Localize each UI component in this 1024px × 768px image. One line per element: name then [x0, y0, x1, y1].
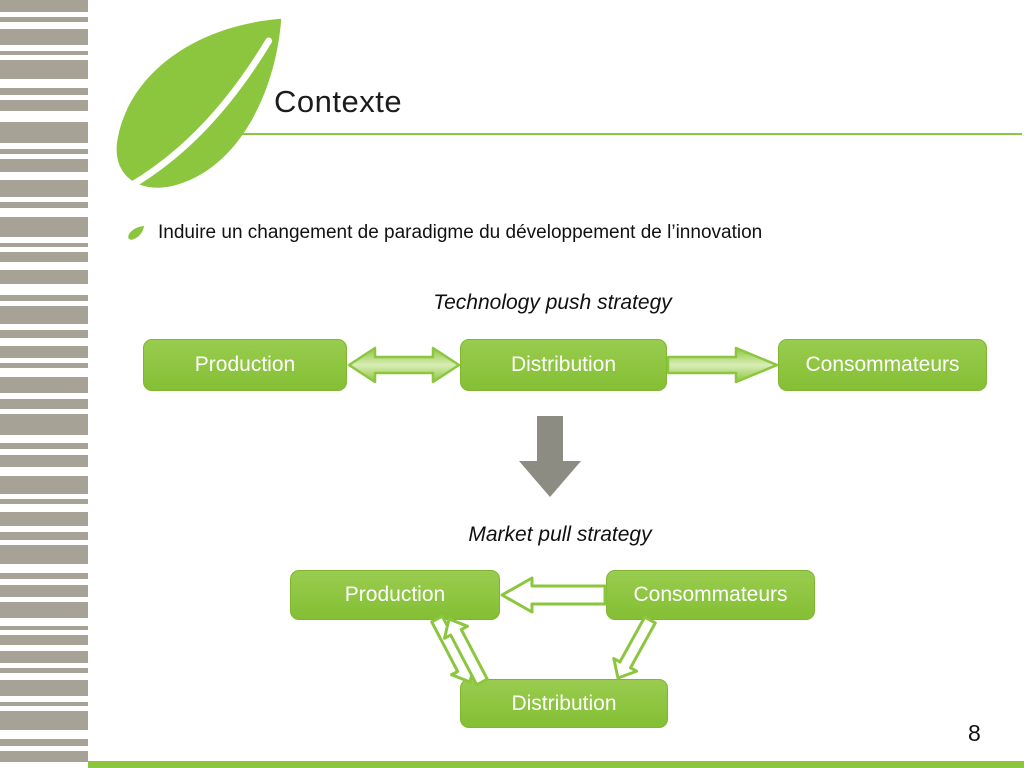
leaf-bullet-icon [127, 225, 145, 246]
box-production-bottom: Production [290, 570, 500, 620]
leaf-logo-icon [94, 14, 286, 206]
arrow-production-distribution-double [347, 346, 461, 384]
page-title: Contexte [274, 84, 403, 119]
leaf-blade [116, 18, 282, 188]
box-distribution-top: Distribution [460, 339, 667, 391]
leaf-logo-svg [96, 18, 282, 206]
bottom-diagram-title: Market pull strategy [468, 523, 652, 546]
arrow-distribution-consommateurs [666, 346, 779, 384]
title-underline [238, 133, 1022, 135]
bullet-row: Induire un changement de paradigme du dé… [127, 222, 762, 246]
arrow-consommateurs-distribution [612, 615, 657, 680]
arrow-production-distribution-down [430, 614, 476, 684]
arrow-distribution-production-up [443, 617, 489, 687]
bottom-green-bar [88, 761, 1024, 768]
arrow-consommateurs-production [500, 576, 607, 614]
box-consommateurs-top: Consommateurs [778, 339, 987, 391]
bullet-text: Induire un changement de paradigme du dé… [158, 222, 763, 243]
top-diagram-title: Technology push strategy [433, 291, 672, 314]
box-consommateurs-bottom: Consommateurs [606, 570, 815, 620]
barcode-stripes [0, 0, 88, 768]
box-production-top: Production [143, 339, 347, 391]
leaf-vein [96, 37, 273, 206]
arrow-strategy-shift-down [519, 416, 581, 497]
page-number: 8 [968, 720, 981, 746]
box-distribution-bottom: Distribution [460, 679, 668, 728]
